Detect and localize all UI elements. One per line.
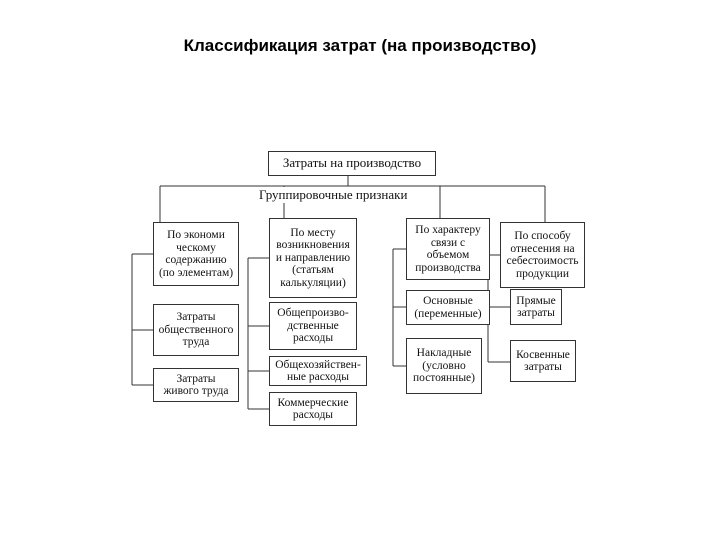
category-node-cost-method: По способу отнесения на себестоимость пр…: [500, 222, 585, 288]
child-node-production-overhead: Общепроизво- дственные расходы: [269, 302, 357, 350]
child-node-commercial-costs: Коммерческие расходы: [269, 392, 357, 426]
page-title: Классификация затрат (на производство): [183, 36, 537, 55]
category-node-place: По месту возникновения и направлению (ст…: [269, 218, 357, 298]
child-node-direct: Прямые затраты: [510, 289, 562, 325]
child-node-indirect: Косвенные затраты: [510, 340, 576, 382]
child-node-social-labor: Затраты общественного труда: [153, 304, 239, 356]
grouping-label: Группировочные признаки: [255, 187, 412, 203]
child-node-admin-overhead: Общехозяйствен- ные расходы: [269, 356, 367, 386]
child-node-variable: Основные (переменные): [406, 290, 490, 325]
child-node-fixed: Накладные (условно постоянные): [406, 338, 482, 394]
category-node-economic: По экономи ческому содержанию (по элемен…: [153, 222, 239, 286]
child-node-live-labor: Затраты живого труда: [153, 368, 239, 402]
category-node-volume: По характеру связи с объемом производств…: [406, 218, 490, 280]
root-node: Затраты на производство: [268, 151, 436, 176]
